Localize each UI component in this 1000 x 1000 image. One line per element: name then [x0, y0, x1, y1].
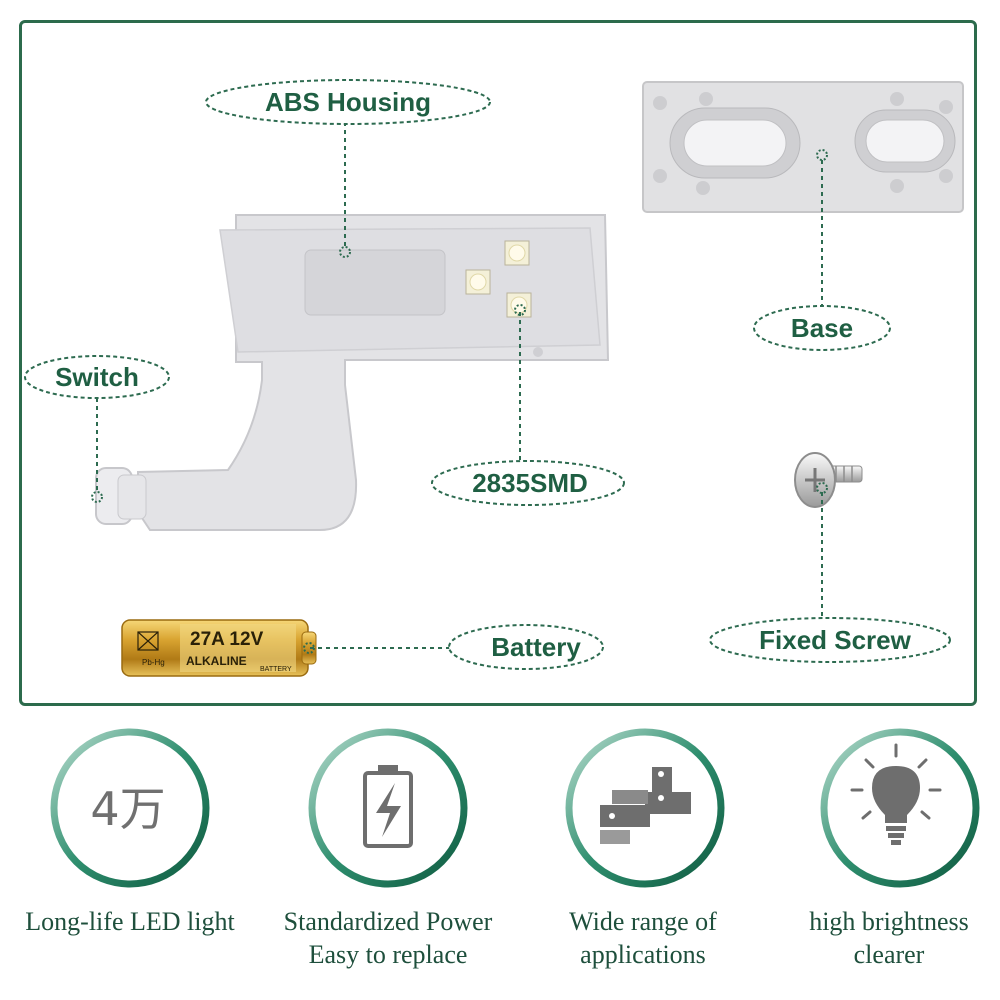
- feature-circle-long-life: 4万: [50, 728, 210, 888]
- feature-label-power: Standardized Power Easy to replace: [268, 905, 508, 971]
- feature-circle-power: [308, 728, 468, 888]
- callout-leaders: [96, 122, 823, 649]
- battery-model-text: 27A 12V: [190, 629, 264, 650]
- smd-led-1: [504, 240, 530, 266]
- callout-switch-label: Switch: [55, 362, 139, 392]
- base-plate: [642, 81, 964, 213]
- feature-label-line: Wide range of: [569, 907, 717, 936]
- fixed-screw: [794, 452, 863, 508]
- feature-circle-brightness: [820, 728, 980, 888]
- callout-anchor-dots: [91, 149, 828, 654]
- callout-abs-housing: ABS Housing: [205, 79, 491, 125]
- callout-fixed-screw-label: Fixed Screw: [759, 625, 912, 655]
- callout-2835smd-label: 2835SMD: [472, 468, 588, 498]
- feature-label-line: Long-life LED light: [25, 907, 235, 936]
- battery-icon: [363, 765, 413, 848]
- lightbulb-icon: [850, 743, 942, 845]
- long-life-icon: 4万: [90, 782, 165, 836]
- feature-label-long-life: Long-life LED light: [10, 905, 250, 938]
- feature-label-line: high brightness: [809, 907, 969, 936]
- product-diagram-frame: [19, 20, 977, 706]
- feature-label-line: clearer: [853, 940, 925, 969]
- battery-sub-text: BATTERY: [260, 666, 292, 673]
- callout-base-label: Base: [791, 313, 853, 343]
- callout-battery: Battery: [448, 624, 604, 670]
- feature-label-brightness: high brightness clearer: [769, 905, 1000, 971]
- callout-2835smd: 2835SMD: [431, 460, 625, 506]
- led-hinge-housing: [95, 214, 610, 531]
- feature-label-line: applications: [580, 940, 706, 969]
- smd-led-2: [465, 269, 491, 295]
- battery-marking-text: Pb-Hg: [142, 658, 165, 667]
- battery-type-text: ALKALINE: [186, 654, 247, 668]
- callout-battery-label: Battery: [491, 632, 581, 662]
- hinge-icon: [600, 767, 691, 844]
- callout-fixed-screw: Fixed Screw: [709, 617, 951, 663]
- feature-label-line: Standardized Power: [283, 907, 493, 936]
- feature-label-applications: Wide range of applications: [523, 905, 763, 971]
- feature-label-line: Easy to replace: [308, 940, 468, 969]
- callout-abs-housing-label: ABS Housing: [265, 87, 431, 117]
- callout-switch: Switch: [24, 355, 170, 399]
- callout-base: Base: [753, 305, 891, 351]
- battery-27a: 27A 12V ALKALINE BATTERY Pb-Hg: [121, 619, 317, 677]
- feature-circle-applications: [565, 728, 725, 888]
- battery-recycle-mark: [137, 631, 159, 651]
